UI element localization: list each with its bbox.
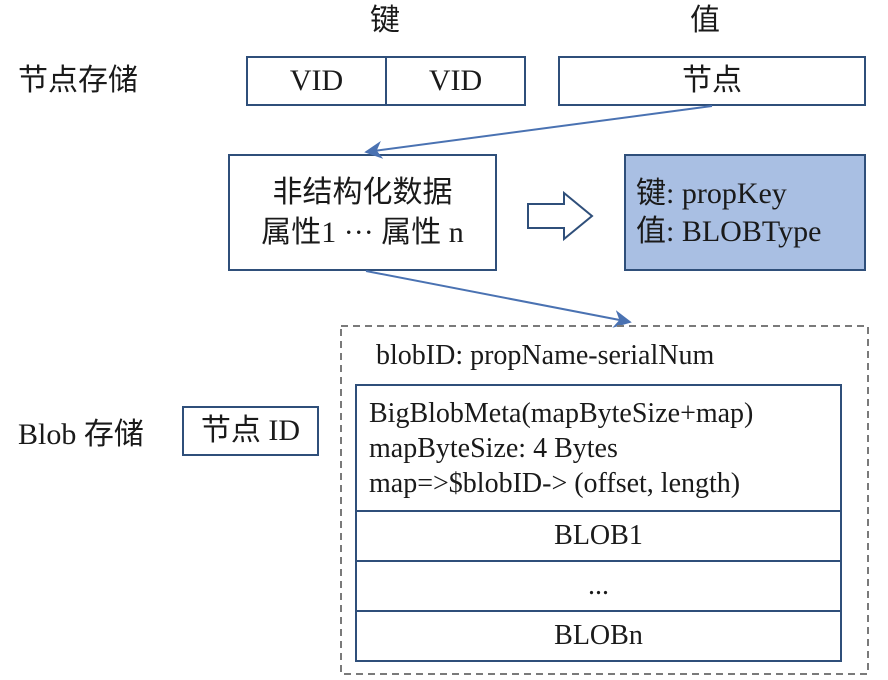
unstructured-data-box: 非结构化数据 属性1 ··· 属性 n [228, 154, 497, 271]
blob-storage-dashed-container [340, 325, 869, 675]
blob-content-stack: BigBlobMeta(mapByteSize+map) mapByteSize… [355, 384, 842, 662]
hollow-right-arrow-icon [527, 190, 594, 242]
unstructured-line-1: 非结构化数据 [272, 175, 453, 209]
vid-cell-2: VID [385, 56, 526, 106]
blob-row-n: BLOBn [357, 610, 840, 660]
node-to-unstructured-arrow [364, 105, 713, 159]
key-header: 键 [370, 4, 400, 37]
meta-line-3: map=>$blobID-> (offset, length) [369, 468, 741, 499]
blob-type-line-2: 值: BLOBType [636, 214, 822, 248]
unstructured-to-blob-arrow [365, 270, 632, 328]
blob-type-box: 键: propKey 值: BLOBType [624, 154, 866, 271]
blob-type-line-1: 键: propKey [636, 176, 787, 210]
meta-line-1: BigBlobMeta(mapByteSize+map) [369, 398, 754, 429]
node-value-cell: 节点 [558, 56, 866, 106]
meta-line-2: mapByteSize: 4 Bytes [369, 433, 618, 464]
node-id-box: 节点 ID [182, 406, 319, 456]
value-header: 值 [690, 4, 720, 37]
big-blob-meta: BigBlobMeta(mapByteSize+map) mapByteSize… [369, 396, 753, 501]
blob-storage-label: Blob 存储 [18, 418, 144, 451]
blob-row-1: BLOB1 [357, 510, 840, 560]
node-storage-label: 节点存储 [18, 64, 138, 97]
blob-row-ellipsis: ... [357, 560, 840, 610]
unstructured-line-2: 属性1 ··· 属性 n [261, 215, 464, 249]
blob-id-label: blobID: propName-serialNum [376, 340, 715, 371]
